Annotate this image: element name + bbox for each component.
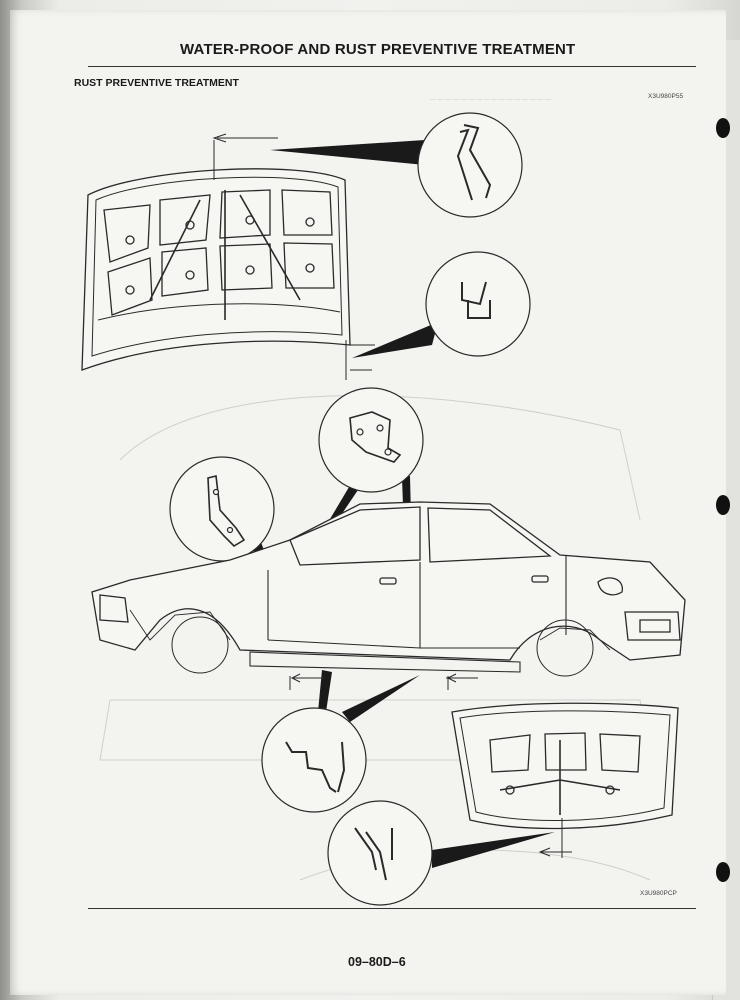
trunk-lid [451,702,679,858]
binder-hole-middle [716,495,730,515]
binder-hole-top [716,118,730,138]
section-heading: RUST PREVENTIVE TREATMENT [74,77,239,89]
sedan-body [91,501,686,690]
door-hinge-detail [318,387,424,493]
trunk-lid-hem-section [327,800,433,906]
hood-edge-hem-section [417,112,523,218]
page-title: WATER-PROOF AND RUST PREVENTIVE TREATMEN… [180,41,576,58]
binder-hole-bottom [716,862,730,882]
hood-panel [81,133,375,380]
detail-circles [169,112,531,906]
footer-rule [88,908,696,909]
pillar-bracket-detail [169,456,275,562]
hood-front-hem-section [425,251,531,357]
rocker-panel-section [261,707,367,813]
figure-ref-top: X3U980P55 [648,93,684,100]
page-number: 09–80D–6 [348,955,406,969]
bleed-through-text: — — — — — — — — — — — — — — — — [430,97,552,103]
title-rule [88,66,696,67]
figure-ref-bottom: X3U980PCP [640,890,677,897]
